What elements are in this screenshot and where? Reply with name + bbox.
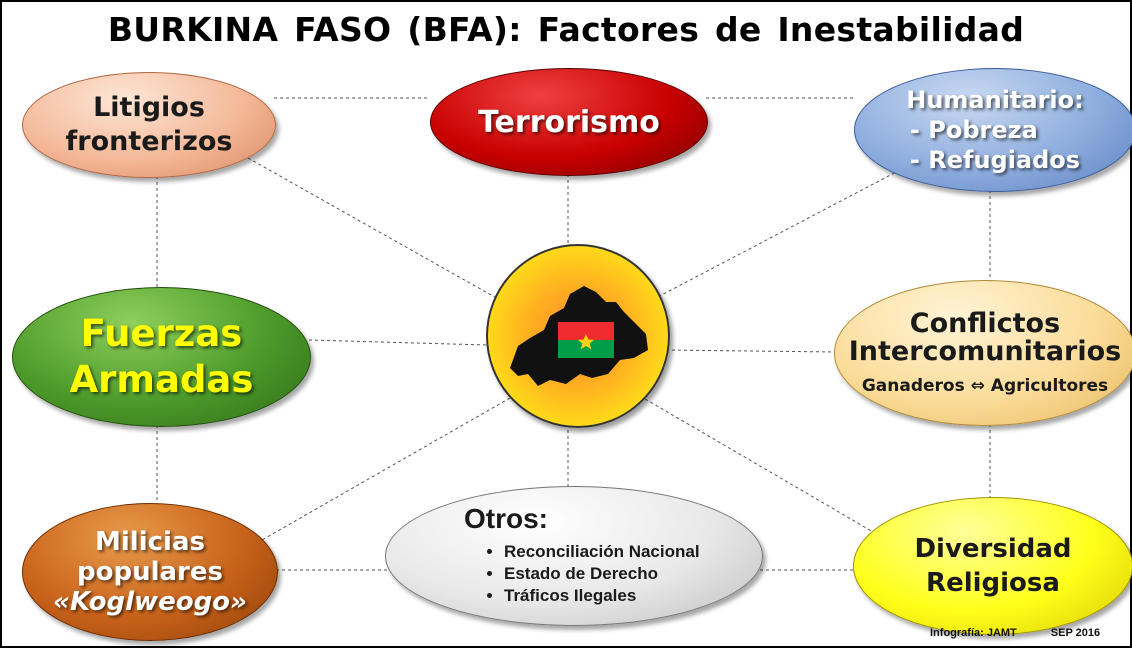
node-label: Fuerzas	[80, 312, 243, 355]
connector-line	[639, 395, 881, 537]
author-credit: Infografía: JAMT	[930, 627, 1017, 639]
node-diversidad-religiosa: Diversidad Religiosa	[853, 497, 1132, 635]
flag-green-band	[558, 340, 614, 358]
node-label: Milicias	[95, 527, 205, 557]
flag-star-icon	[577, 334, 595, 350]
list-item: Reconciliación Nacional	[504, 541, 700, 563]
connector-line	[651, 169, 901, 301]
node-heading: Otros:	[464, 503, 548, 534]
node-label: Terrorismo	[478, 104, 660, 140]
node-terrorismo: Terrorismo	[430, 68, 708, 176]
flag-red-band	[558, 322, 614, 340]
node-milicias-populares: Milicias populares «Koglweogo»	[22, 503, 278, 641]
node-label: Diversidad	[914, 534, 1072, 564]
node-humanitario: Humanitario: - Pobreza - Refugiados	[854, 68, 1132, 192]
central-hub	[486, 244, 670, 428]
node-label: populares	[77, 557, 223, 587]
node-otros: Otros: Reconciliación Nacional Estado de…	[385, 486, 763, 626]
node-label: Religiosa	[926, 568, 1060, 598]
list-item: Estado de Derecho	[504, 563, 700, 585]
node-label: Armadas	[69, 358, 254, 401]
node-label: Conflictos	[909, 308, 1061, 339]
credit-line: Infografía: JAMT SEP 2016	[930, 627, 1100, 639]
list-item: - Refugiados	[909, 146, 1081, 174]
node-fuerzas-armadas: Fuerzas Armadas	[12, 287, 311, 427]
connector-line	[665, 349, 836, 353]
burkina-faso-map-icon	[510, 286, 648, 386]
node-litigios-fronterizos: Litigios fronterizos	[22, 72, 276, 178]
node-label: fronterizos	[65, 126, 233, 157]
node-list: Reconciliación Nacional Estado de Derech…	[386, 541, 700, 607]
node-heading: Humanitario:	[906, 86, 1084, 114]
node-label: «Koglweogo»	[53, 587, 247, 617]
date-credit: SEP 2016	[1050, 627, 1101, 639]
list-item: Tráficos Ilegales	[504, 585, 700, 607]
node-conflictos-intercomunitarios: Conflictos Intercomunitarios Ganaderos ⇔…	[834, 280, 1132, 426]
node-sublabel: Ganaderos ⇔ Agricultores	[861, 376, 1109, 396]
connector-line	[308, 339, 488, 346]
list-item: - Pobreza	[909, 116, 1038, 144]
page-title: BURKINA FASO (BFA): Factores de Inestabi…	[107, 10, 1025, 49]
node-label: Litigios	[93, 92, 205, 123]
node-label: Intercomunitarios	[848, 336, 1122, 367]
connector-line	[247, 157, 501, 301]
node-list: - Pobreza - Refugiados	[910, 115, 1080, 175]
